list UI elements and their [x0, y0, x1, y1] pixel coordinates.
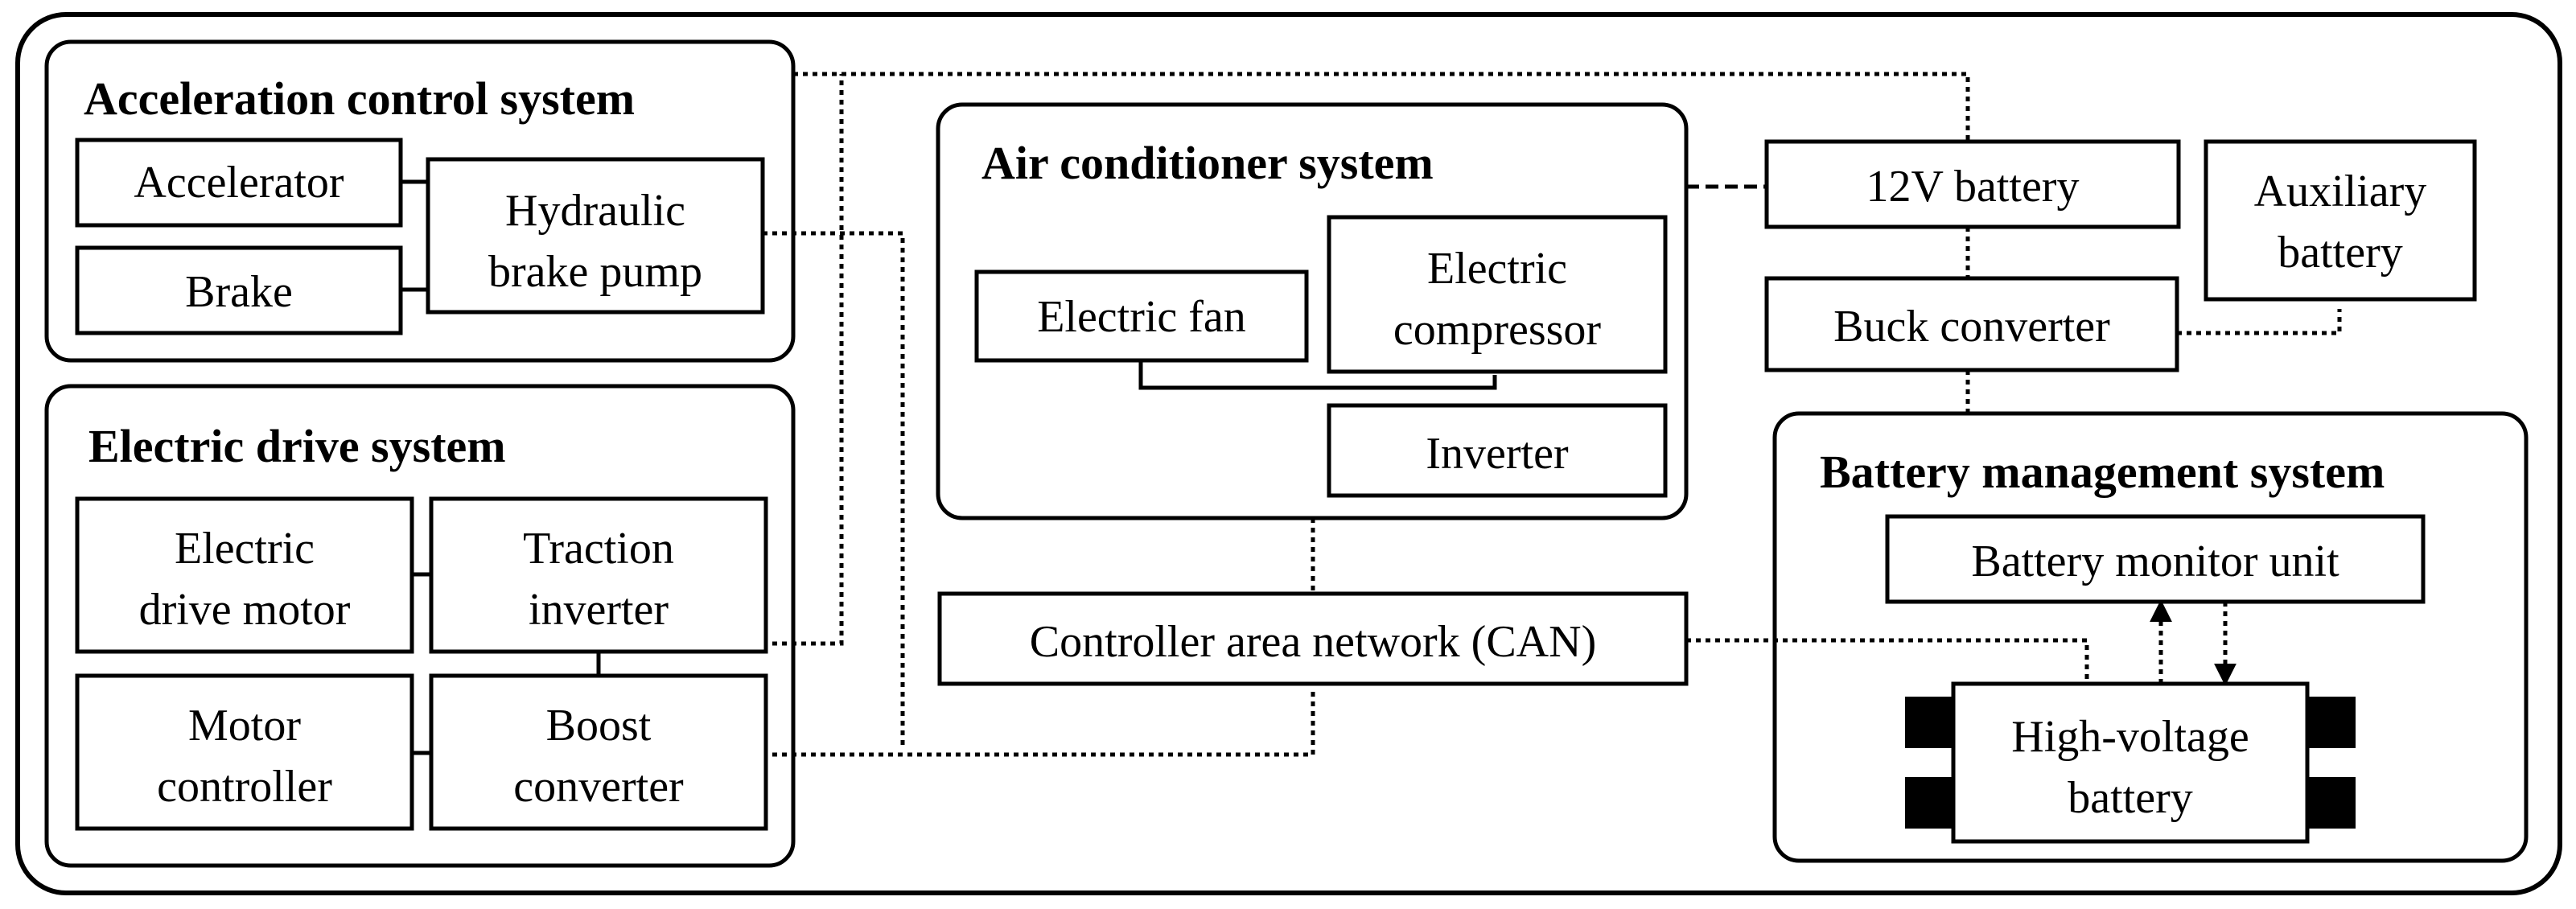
link-boost-to-can: [763, 689, 1315, 757]
compressor-label-line1: Electric: [1427, 244, 1567, 294]
inverter-label: Inverter: [1426, 429, 1569, 479]
aircon-title: Air conditioner system: [981, 137, 1434, 189]
buck-converter-box: [1764, 276, 2179, 372]
hv-battery-box: [1951, 681, 2310, 844]
aux-battery-box: [2204, 139, 2477, 302]
drive-motor-box: [75, 496, 414, 654]
link-pump-bus: [763, 231, 905, 750]
outer-frame: [15, 12, 2562, 895]
battery12v-label: 12V battery: [1866, 162, 2080, 212]
fan-label: Electric fan: [1037, 292, 1246, 342]
compressor-box: [1327, 215, 1668, 374]
hv-terminal-top-right: [2304, 697, 2356, 748]
acceleration-title: Acceleration control system: [84, 72, 635, 125]
drive-title: Electric drive system: [88, 420, 506, 472]
link-fan-inverter: [1138, 360, 1497, 390]
hv-battery-assembly: [1905, 681, 2356, 844]
bms-title: Battery management system: [1820, 446, 2385, 498]
aux-label-line1: Auxiliary: [2254, 167, 2427, 216]
can-label: Controller area network (CAN): [1030, 617, 1596, 667]
hydraulic-pump-box: [426, 157, 765, 315]
monitor-unit-box: [1885, 514, 2426, 604]
controller-label-line1: Motor: [188, 701, 301, 751]
monitor-label: Battery monitor unit: [1971, 537, 2339, 586]
hv-terminal-top-left: [1905, 697, 1957, 748]
electric-fan-box: [974, 269, 1309, 363]
accelerator-box: [75, 138, 403, 228]
link-buck-to-aux: [2177, 309, 2342, 335]
motor-controller-box: [75, 673, 414, 831]
link-traction-bus: [763, 74, 844, 646]
traction-inverter-box: [429, 496, 768, 654]
traction-label-line2: inverter: [529, 585, 669, 635]
electric-drive-group: [44, 384, 796, 868]
pump-label-line1: Hydraulic: [505, 186, 685, 236]
traction-label-line1: Traction: [523, 524, 674, 574]
motor-label-line2: drive motor: [139, 585, 351, 635]
compressor-label-line2: compressor: [1393, 305, 1602, 355]
aux-label-line2: battery: [2278, 228, 2402, 278]
battery-management-group: [1772, 411, 2529, 863]
acceleration-control-group: [44, 39, 796, 363]
boost-label-line2: converter: [513, 762, 684, 812]
link-accel-to-12v: [793, 72, 1970, 142]
battery12v-box: [1764, 139, 2181, 229]
hv-label-line1: High-voltage: [2011, 712, 2249, 762]
buck-label: Buck converter: [1833, 302, 2110, 352]
brake-label: Brake: [185, 267, 293, 317]
hv-terminal-bottom-right: [2304, 777, 2356, 829]
accelerator-label: Accelerator: [134, 158, 344, 208]
can-box: [937, 591, 1689, 686]
hv-terminal-bottom-left: [1905, 777, 1957, 829]
boost-converter-box: [429, 673, 768, 831]
dotted-connections: [763, 72, 2342, 757]
link-can-to-bms: [1686, 638, 2089, 684]
controller-label-line2: controller: [157, 762, 332, 812]
brake-box: [75, 245, 403, 335]
motor-label-line1: Electric: [175, 524, 315, 574]
boost-label-line1: Boost: [546, 701, 652, 751]
hv-label-line2: battery: [2068, 773, 2192, 823]
pump-label-line2: brake pump: [488, 247, 702, 297]
inverter-box: [1327, 403, 1668, 498]
solid-connections: [401, 179, 1497, 755]
component-boxes: [75, 138, 2477, 831]
